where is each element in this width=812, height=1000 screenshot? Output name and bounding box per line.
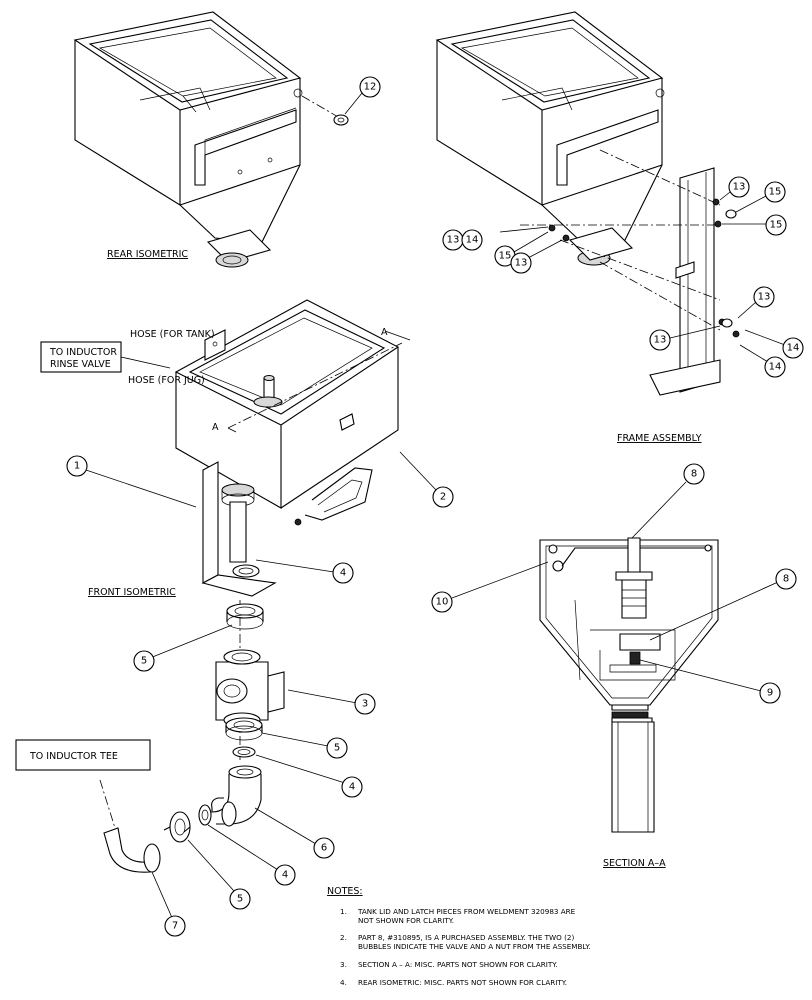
bubble-14-c: 14: [769, 362, 782, 373]
bubble-1: 1: [74, 461, 80, 472]
bubble-15-a: 15: [769, 187, 782, 198]
notes-block: NOTES: 1. TANK LID AND LATCH PIECES FROM…: [327, 886, 591, 987]
bubble-4-b: 4: [349, 782, 355, 793]
bubble-12: 12: [364, 82, 377, 93]
inductor-rinse-label-line2: RINSE VALVE: [50, 359, 111, 370]
note-1-line1: TANK LID AND LATCH PIECES FROM WELDMENT …: [357, 907, 576, 916]
bubble-7: 7: [172, 921, 178, 932]
frame-assembly-view: 13 15 15 13 14 15 13 13 13 14 14 FRAME A…: [435, 11, 804, 444]
section-mark-a-bottom: A: [212, 422, 219, 433]
note-4-num: 4.: [340, 978, 347, 987]
rear-isometric-view: 12 REAR ISOMETRIC: [73, 11, 381, 268]
bubble-15-b: 15: [770, 220, 783, 231]
rear-isometric-label: REAR ISOMETRIC: [107, 249, 188, 260]
hose-tank-label: HOSE (FOR TANK): [130, 329, 215, 340]
note-3-line1: SECTION A – A: MISC. PARTS NOT SHOWN FOR…: [358, 960, 558, 969]
hose-jug-label: HOSE (FOR JUG): [128, 375, 205, 386]
front-isometric-view: HOSE (FOR TANK) HOSE (FOR JUG) TO INDUCT…: [15, 299, 454, 937]
bubble-5-a: 5: [141, 656, 147, 667]
frame-assembly-label: FRAME ASSEMBLY: [617, 433, 702, 444]
inductor-rinse-label-line1: TO INDUCTOR: [49, 347, 117, 358]
bubble-8-a: 8: [691, 469, 697, 480]
bubble-6: 6: [321, 843, 327, 854]
front-isometric-label: FRONT ISOMETRIC: [88, 587, 176, 598]
section-aa-view: 8 8 9 10 SECTION A–A: [431, 463, 797, 869]
bubble-13-b: 13: [447, 235, 460, 246]
bubble-4-a: 4: [340, 568, 346, 579]
note-1-num: 1.: [340, 907, 347, 916]
bubble-8-b: 8: [783, 574, 789, 585]
bubble-2: 2: [440, 492, 446, 503]
note-2-num: 2.: [340, 933, 347, 942]
bubble-10: 10: [436, 597, 449, 608]
inductor-tee-label: TO INDUCTOR TEE: [29, 751, 118, 762]
note-4-line1: REAR ISOMETRIC: MISC. PARTS NOT SHOWN FO…: [358, 978, 567, 987]
bubble-15-c: 15: [499, 251, 512, 262]
notes-heading: NOTES:: [327, 886, 363, 897]
bubble-13-c: 13: [515, 258, 528, 269]
bubble-9: 9: [767, 688, 773, 699]
bubble-13-a: 13: [733, 182, 746, 193]
note-3-num: 3.: [340, 960, 347, 969]
note-2-line2: BUBBLES INDICATE THE VALVE AND A NUT FRO…: [358, 942, 591, 951]
bubble-14-b: 14: [787, 343, 800, 354]
section-mark-a-top: A: [381, 327, 388, 338]
bubble-4-c: 4: [282, 870, 288, 881]
bubble-13-e: 13: [654, 335, 667, 346]
bubble-5-c: 5: [237, 894, 243, 905]
bubble-3: 3: [362, 699, 368, 710]
note-2-line1: PART 8, #310895, IS A PURCHASED ASSEMBLY…: [358, 933, 574, 942]
bubble-14-a: 14: [466, 235, 479, 246]
note-1-line2: NOT SHOWN FOR CLARITY.: [358, 916, 454, 925]
bubble-5-b: 5: [334, 743, 340, 754]
section-aa-label: SECTION A–A: [603, 858, 666, 869]
bubble-13-d: 13: [758, 292, 771, 303]
